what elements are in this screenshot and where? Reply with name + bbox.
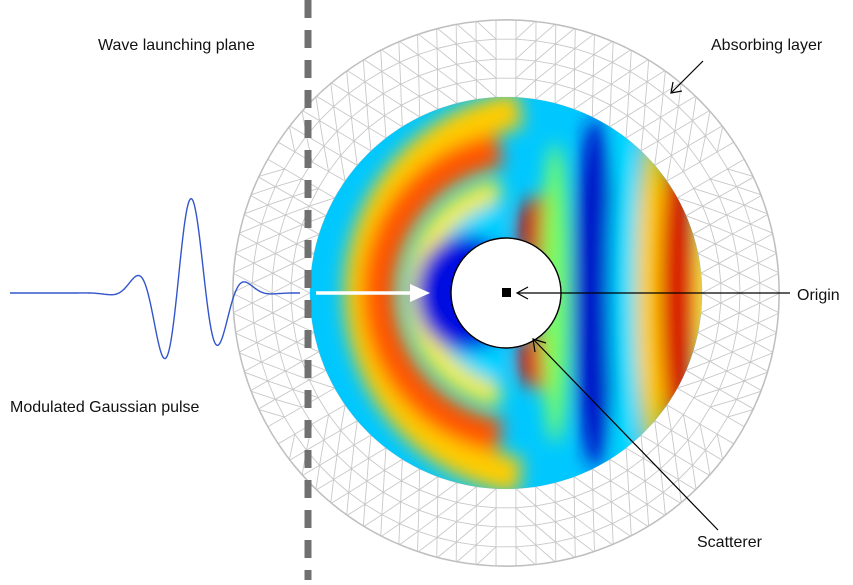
absorbing-layer-pointer [670,60,704,94]
absorbing-layer-label: Absorbing layer [711,37,823,54]
modulated-gaussian-pulse-label: Modulated Gaussian pulse [10,399,200,416]
scatterer-label: Scatterer [697,534,762,551]
origin-pointer [515,286,790,300]
modulated-gaussian-pulse-curve [10,197,300,360]
origin-marker [502,288,511,297]
propagation-arrow [316,284,430,302]
wave-launching-plane-label: Wave launching plane [98,37,255,54]
origin-label: Origin [797,287,840,304]
scatterer-pointer [532,338,719,531]
